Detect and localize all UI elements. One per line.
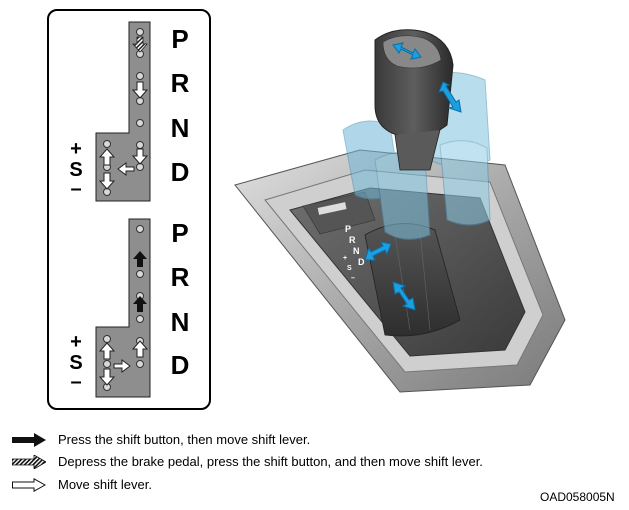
manual-plus-bottom: + [70,331,82,353]
console-indicator-minus: – [351,275,355,282]
top-gate-arrows [98,36,149,190]
console-indicator-r: R [349,235,356,245]
legend-text-outline: Move shift lever. [58,477,152,492]
outline-arrow-icon [12,478,46,492]
legend-text-solid: Press the shift button, then move shift … [58,432,311,447]
top-gate-dots [103,28,144,196]
legend-text-hatched: Depress the brake pedal, press the shift… [58,454,483,469]
gear-label-n-top: N [170,113,190,143]
figure-code: OAD058005N [540,490,615,504]
console-indicator-s: S [347,265,352,272]
manual-s-top: S [69,159,83,181]
gear-label-p-bottom: P [171,218,189,248]
manual-s-bottom: S [69,352,83,374]
bottom-gate-arrows [98,251,149,386]
gear-label-r-top: R [170,68,190,98]
manual-minus-top: – [70,178,82,200]
console-indicator-n: N [353,246,360,256]
shift-lever-illustration: P R N D + S – [234,29,566,393]
gear-label-d-bottom: D [170,350,190,380]
gear-label-r-bottom: R [170,262,190,292]
console-indicator-plus: + [343,255,347,262]
console-indicator-p: P [345,224,351,234]
manual-minus-bottom: – [70,371,82,393]
solid-arrow-icon [12,433,46,447]
blue-motion-arrows [364,42,462,311]
console-indicator-d: D [358,257,365,267]
hatched-arrow-icon [12,455,46,469]
manual-plus-top: + [70,138,82,160]
shift-gate-svg [95,21,151,398]
gear-label-n-bottom: N [170,307,190,337]
gear-label-p-top: P [171,24,189,54]
gear-label-d-top: D [170,157,190,187]
shift-gate-panel [47,9,211,410]
